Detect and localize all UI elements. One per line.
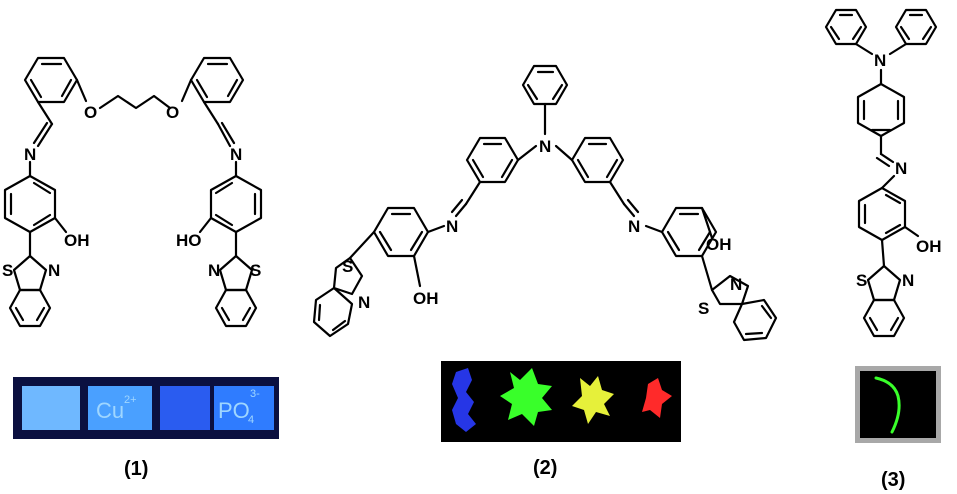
atom-oxygen-left: O [84,103,97,122]
photo1-label-po4: PO [218,398,250,423]
photo1-label-cu: Cu [96,398,124,423]
caption-2: (2) [533,457,557,479]
atom-sulfur-1b: S [250,261,261,280]
atom-nitrogen-2a: N [539,137,551,156]
fluorescence-photo-1: Cu 2+ PO 4 3- [13,377,279,439]
atom-nitrogen-1d: N [208,261,220,280]
fluorescence-photo-3 [855,366,941,443]
atom-oxygen-right: O [166,103,179,122]
atom-nitrogen-2c: N [628,217,640,236]
atom-sulfur-3: S [856,271,867,290]
atom-nitrogen-2d: N [358,293,370,312]
atom-hydroxyl-1a: OH [64,231,90,250]
caption-1: (1) [124,458,148,480]
fluorescence-photo-2 [441,361,681,442]
atom-nitrogen-3b: N [895,159,907,178]
photo1-label-po4-charge: 3- [250,388,260,400]
atom-nitrogen-2e: N [730,275,742,294]
atom-hydroxyl-3: OH [916,237,942,256]
atom-nitrogen-1c: N [48,261,60,280]
compound-2-structure: N N N OH OH [312,64,778,342]
compound-3-structure: N N OH S N [824,8,942,338]
atom-nitrogen-3a: N [874,51,886,70]
atom-nitrogen-3c: N [902,271,914,290]
atom-sulfur-1a: S [2,261,13,280]
atom-hydroxyl-1b: HO [176,231,202,250]
atom-sulfur-2a: S [342,257,353,276]
atom-nitrogen-2b: N [446,217,458,236]
photo1-label-cu-charge: 2+ [124,394,137,406]
caption-3: (3) [881,469,905,491]
photo1-label-po4-sub: 4 [248,414,254,426]
atom-nitrogen-1a: N [24,145,36,164]
atom-hydroxyl-2b: OH [706,235,732,254]
atom-sulfur-2b: S [698,299,709,318]
atom-nitrogen-1b: N [230,145,242,164]
compound-1-structure: O O N N OH HO [2,56,263,328]
atom-hydroxyl-2a: OH [413,289,439,308]
